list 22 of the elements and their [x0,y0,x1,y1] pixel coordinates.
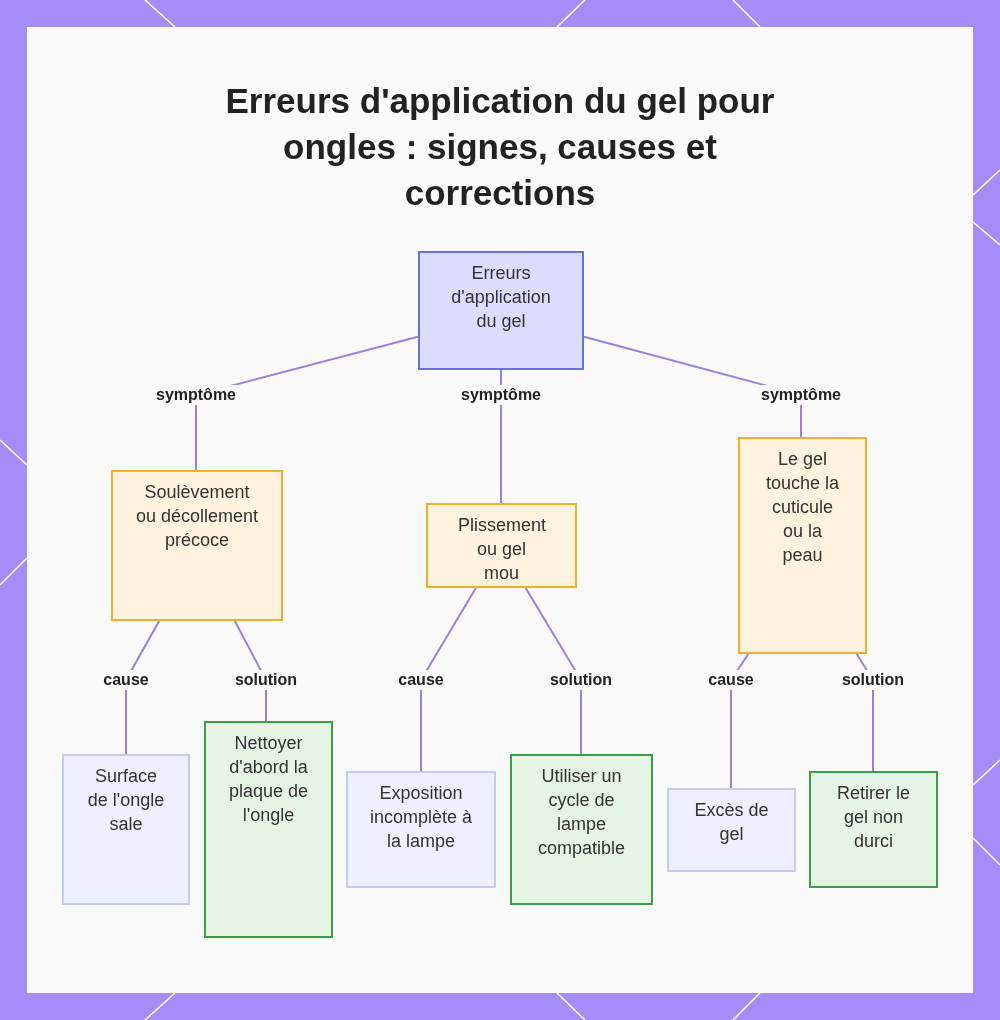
solution-box: Utiliser un cycle de lampe compatible [510,754,653,905]
symptom-box: Le gel touche la cuticule ou la peau [738,437,867,654]
connector-line [730,653,750,789]
symptom-box: Plissement ou gel mou [426,503,577,588]
edge-label: symptôme [153,385,239,405]
connector-line [420,587,477,772]
solution-box: Nettoyer d'abord la plaque de l'ongle [204,721,333,938]
connector-line [524,587,582,755]
edge-label: cause [100,670,152,690]
edge-label: symptôme [458,385,544,405]
connector-line [125,620,161,755]
diagram-title: Erreurs d'application du gel pour ongles : signes, causes et corrections [224,80,776,214]
cause-box: Surface de l'ongle sale [62,754,190,905]
cause-box: Exposition incomplète à la lampe [346,771,496,888]
solution-box: Retirer le gel non durci [809,771,938,888]
cause-box: Excès de gel [667,788,796,872]
symptom-box: Soulèvement ou décollement précoce [111,470,283,621]
edge-label: symptôme [758,385,844,405]
edge-label: cause [705,670,757,690]
edge-label: cause [395,670,447,690]
connector-line [500,369,502,504]
root-box: Erreurs d'application du gel [418,251,584,370]
